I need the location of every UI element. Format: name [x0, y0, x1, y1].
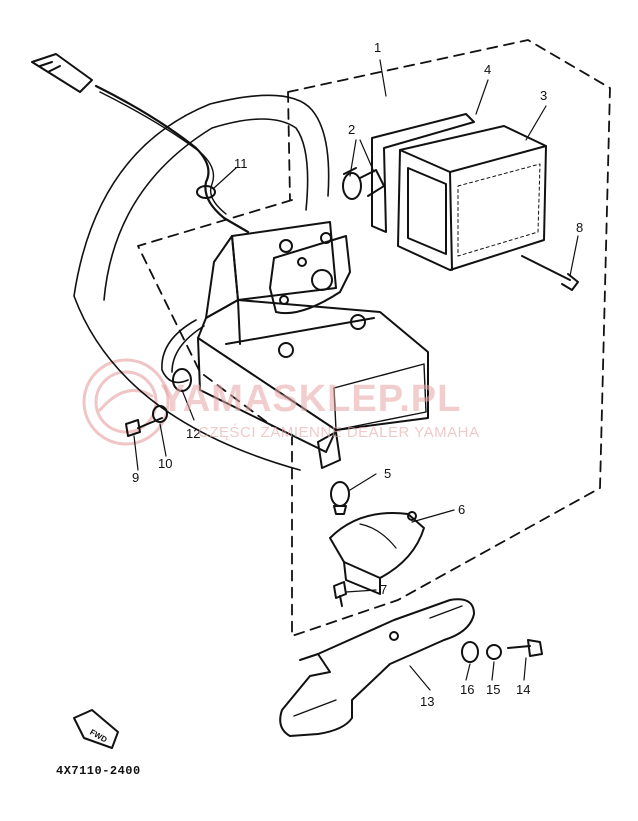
license-bracket-13: [279, 598, 475, 737]
callout-9: 9: [132, 470, 139, 485]
washer-10: [152, 405, 168, 423]
assembly-dashed-outline: [137, 39, 611, 637]
callout-7: 7: [380, 582, 387, 597]
wire-harness: [94, 84, 250, 234]
watermark-subtitle: CZĘŚCI ZAMIENNE DEALER YAMAHA: [198, 424, 480, 441]
watermark-logo: [82, 358, 170, 446]
callout-15: 15: [486, 682, 500, 697]
taillight-base: [197, 221, 429, 453]
lower-wire: [161, 319, 197, 384]
screw-8: [521, 255, 579, 291]
bolt-9: [125, 417, 163, 437]
watermark-title: YAMASKLEP.PL: [160, 378, 462, 420]
socket: [317, 431, 341, 469]
callout-12: 12: [186, 426, 200, 441]
callout-1: 1: [374, 40, 381, 55]
bulb-5: [330, 481, 350, 515]
license-light-cover-6: [329, 511, 425, 595]
callout-3: 3: [540, 88, 547, 103]
callout-10: 10: [158, 456, 172, 471]
callout-5: 5: [384, 466, 391, 481]
gasket-4: [371, 113, 475, 233]
callout-11: 11: [234, 156, 248, 171]
wire-grommet-11: [196, 185, 216, 199]
washer-16: [461, 641, 479, 663]
wire-connector: [31, 53, 93, 93]
bolt-14: [507, 639, 543, 657]
callout-4: 4: [484, 62, 491, 77]
taillight-lens-3: [397, 125, 547, 271]
callout-8: 8: [576, 220, 583, 235]
callout-14: 14: [516, 682, 530, 697]
callout-16: 16: [460, 682, 474, 697]
nut-15: [486, 644, 502, 660]
mount-plate: [269, 235, 351, 315]
bulb-2: [342, 167, 385, 200]
callout-6: 6: [458, 502, 465, 517]
fwd-label: FWD: [88, 728, 108, 745]
fwd-arrow-icon: [73, 709, 119, 749]
screw-7: [333, 581, 347, 607]
leader-lines: [133, 59, 579, 691]
tail-lens-lower: [333, 363, 427, 431]
callout-labels: 1 2 3 4 5 6 7 8 9 10 11 12 13 14 15 16: [132, 40, 583, 709]
mount-plate-hole: [311, 269, 333, 291]
callout-13: 13: [420, 694, 434, 709]
lower-wire-2: [171, 325, 205, 373]
diagram-code: 4X7110-2400: [56, 764, 141, 778]
fender-outline: [73, 94, 330, 471]
callout-2: 2: [348, 122, 355, 137]
